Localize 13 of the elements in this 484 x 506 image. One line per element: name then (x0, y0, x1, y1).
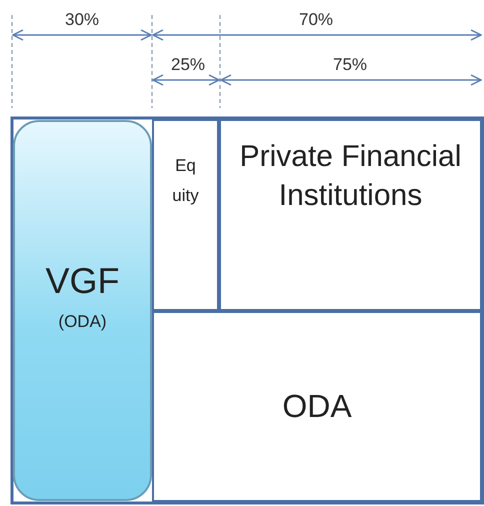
cell-text: Equity (171, 155, 200, 207)
funding-cell (152, 310, 483, 503)
funding-column (13, 120, 152, 501)
dimension-label: 70% (298, 10, 334, 30)
cell-text: ODA (282, 386, 352, 426)
heading: VGF (45, 259, 120, 304)
dimension-label: 30% (64, 10, 100, 30)
subheading: (ODA) (58, 310, 107, 333)
dimension-label: 75% (332, 55, 368, 75)
funding-cell (152, 118, 220, 312)
cell-text: Private Financial Institutions (238, 139, 462, 214)
dimension-label: 25% (170, 55, 206, 75)
funding-cell (218, 118, 483, 312)
